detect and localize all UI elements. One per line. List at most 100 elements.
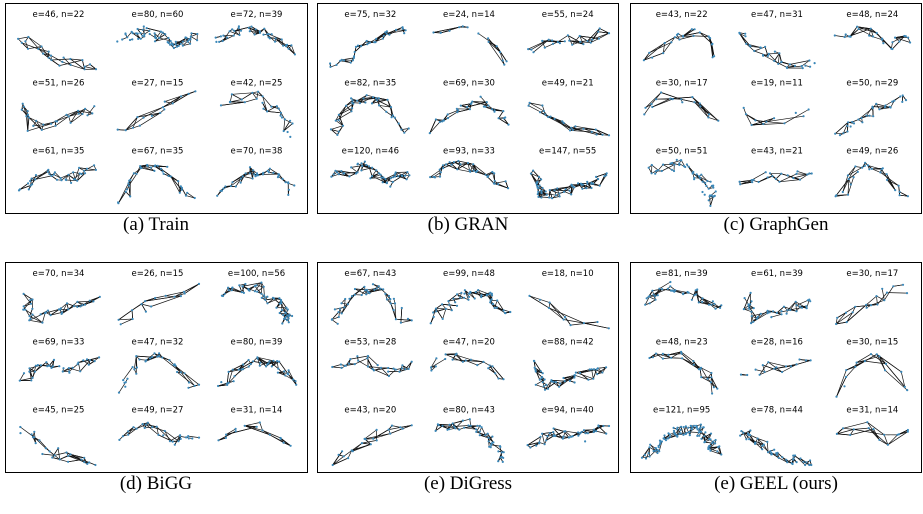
graph-edge bbox=[288, 370, 297, 385]
graph-node bbox=[133, 368, 136, 371]
graph-edge bbox=[710, 450, 722, 455]
graph-node bbox=[344, 364, 347, 367]
graph-node bbox=[469, 358, 472, 361]
graph-node bbox=[651, 56, 654, 59]
graph-node bbox=[541, 104, 544, 107]
graph-node bbox=[703, 193, 706, 196]
graph-stats-label: e=55, n=24 bbox=[542, 10, 594, 20]
graph-node bbox=[267, 171, 270, 174]
graph-edge bbox=[796, 173, 808, 175]
graph-node bbox=[153, 352, 156, 355]
graph-node bbox=[648, 455, 651, 458]
graph-node bbox=[870, 167, 873, 170]
graph-node bbox=[541, 432, 544, 435]
graph-edge bbox=[139, 112, 161, 126]
graph-node bbox=[691, 171, 694, 175]
graph-node bbox=[336, 322, 339, 325]
graph-node bbox=[556, 40, 559, 44]
graph-node bbox=[141, 34, 144, 37]
graph-edge bbox=[768, 361, 783, 373]
graph-edge bbox=[488, 367, 496, 374]
graph-node bbox=[502, 309, 505, 312]
graph-node bbox=[48, 364, 51, 367]
graph-node bbox=[444, 307, 447, 310]
graph-node bbox=[586, 39, 589, 43]
graph-node bbox=[836, 316, 839, 319]
graph-node bbox=[766, 440, 769, 443]
graph-edge bbox=[572, 128, 584, 131]
graph-node bbox=[407, 127, 410, 130]
graph-node bbox=[403, 174, 407, 177]
graph-edge bbox=[88, 360, 95, 365]
graph-node bbox=[179, 371, 182, 374]
graph-edge bbox=[373, 433, 391, 440]
graph-node bbox=[124, 32, 127, 35]
graph-edge bbox=[552, 196, 560, 199]
graph-node bbox=[703, 435, 706, 438]
graph-node bbox=[835, 432, 838, 435]
graph-node bbox=[710, 184, 714, 187]
graph-node bbox=[159, 111, 162, 114]
graph-node bbox=[603, 175, 606, 178]
graph-node bbox=[34, 178, 37, 181]
graph-node bbox=[276, 371, 279, 374]
graph-node bbox=[661, 357, 664, 360]
graph-node bbox=[499, 445, 502, 449]
graph-drawing bbox=[117, 352, 201, 394]
graph-edge bbox=[452, 359, 466, 361]
graph-node bbox=[835, 395, 838, 398]
graph-node bbox=[491, 108, 494, 111]
graph-edge bbox=[662, 42, 666, 54]
graph-node bbox=[484, 105, 487, 108]
graph-edge bbox=[347, 450, 353, 459]
graph-node bbox=[30, 433, 33, 436]
graph-node bbox=[468, 295, 471, 298]
graph-edge bbox=[378, 105, 387, 113]
graph-node bbox=[744, 113, 748, 116]
graph-edge bbox=[435, 304, 443, 309]
graph-node bbox=[673, 36, 676, 39]
graph-node bbox=[781, 456, 784, 459]
graph-edge bbox=[548, 116, 564, 124]
graph-node bbox=[48, 450, 51, 453]
graph-edge bbox=[54, 172, 61, 179]
graph-node bbox=[356, 99, 359, 102]
graph-node bbox=[808, 59, 811, 62]
graph-node bbox=[239, 177, 243, 180]
graph-edge bbox=[259, 361, 270, 367]
graph-edge bbox=[400, 320, 412, 324]
graph-edge bbox=[50, 309, 60, 316]
graph-node bbox=[69, 121, 72, 124]
graph-edge bbox=[895, 35, 905, 38]
graph-node bbox=[350, 166, 353, 169]
graph-node bbox=[477, 32, 480, 35]
graph-node bbox=[131, 366, 134, 369]
graph-node bbox=[883, 299, 886, 302]
graph-node bbox=[256, 174, 260, 177]
graph-edge bbox=[884, 370, 908, 391]
graph-edge bbox=[498, 117, 509, 125]
graph-edge bbox=[745, 113, 756, 121]
graph-node bbox=[644, 303, 647, 306]
graph-edge bbox=[30, 178, 32, 186]
graph-edge bbox=[836, 429, 854, 435]
graph-node bbox=[34, 442, 37, 445]
graph-edge bbox=[70, 58, 83, 61]
graph-node bbox=[749, 303, 752, 306]
graph-node bbox=[553, 117, 556, 120]
graph-edge bbox=[468, 425, 477, 430]
graph-node bbox=[258, 30, 261, 33]
graph-node bbox=[558, 42, 561, 45]
graph-node bbox=[329, 65, 332, 68]
graph-node bbox=[357, 359, 360, 362]
graph-node bbox=[53, 171, 57, 174]
graph-edge bbox=[754, 46, 766, 52]
graph-edge bbox=[755, 443, 764, 445]
graph-edge bbox=[83, 360, 90, 365]
graph-node bbox=[31, 313, 34, 316]
graph-node bbox=[135, 427, 138, 430]
graph-node bbox=[480, 294, 483, 297]
graph-node bbox=[586, 432, 589, 435]
graph-edge bbox=[456, 294, 465, 299]
graph-node bbox=[373, 288, 376, 291]
